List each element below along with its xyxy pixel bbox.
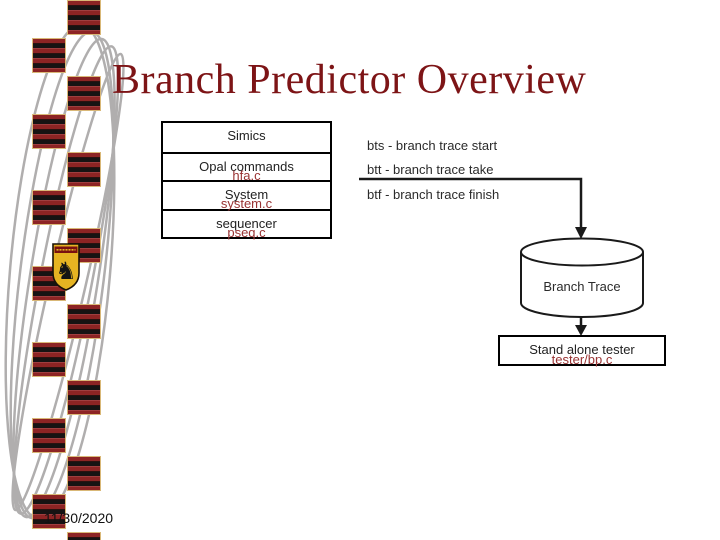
stack-label: Opal commands: [199, 158, 294, 174]
legend-btt: btt - branch trace take: [367, 162, 494, 177]
stack-row-sequencer: sequencer pseq.c: [163, 208, 330, 240]
chip-block-decoration: [32, 190, 66, 225]
branch-trace-label: Branch Trace: [543, 279, 621, 294]
chip-block-decoration: [67, 304, 101, 339]
chip-block-decoration: [32, 418, 66, 453]
software-stack-box: Simics Opal commands hfa.c System system…: [161, 121, 332, 240]
stack-row-simics: Simics: [163, 123, 330, 152]
stack-code: hfa.c: [232, 167, 261, 183]
stack-code: pseq.c: [227, 224, 266, 240]
branch-trace-cylinder: [520, 237, 644, 318]
stand-alone-tester-box: Stand alone tester tester/bp.c: [498, 335, 666, 367]
svg-text:♞: ♞: [55, 257, 77, 285]
slide-date: 11/30/2020: [44, 510, 114, 526]
legend-btf: btf - branch trace finish: [367, 187, 500, 202]
slide-title: Branch Predictor Overview: [112, 57, 587, 103]
stack-label: Simics: [227, 128, 266, 143]
stack-label: sequencer: [216, 215, 277, 231]
chip-block-decoration: [67, 0, 101, 35]
chip-block-decoration: [67, 456, 101, 491]
stack-row-system: System system.c: [163, 180, 330, 211]
chip-block-decoration: [67, 152, 101, 187]
chip-block-decoration: [67, 380, 101, 415]
tester-code: tester/bp.c: [551, 352, 613, 367]
chip-block-decoration: [67, 76, 101, 111]
stack-label: System: [224, 187, 269, 202]
stack-code: system.c: [220, 196, 273, 211]
chip-block-decoration: [32, 494, 66, 529]
chip-block-decoration: [67, 532, 101, 540]
chip-block-decoration: [32, 114, 66, 149]
tester-label: Stand alone tester: [529, 342, 635, 357]
legend-bts: bts - branch trace start: [367, 138, 498, 153]
crest-logo-icon: ♞: [52, 243, 80, 291]
arrowhead-down-icon: [575, 227, 587, 239]
chip-block-decoration: [32, 38, 66, 73]
stack-row-opal-commands: Opal commands hfa.c: [163, 151, 330, 183]
chip-block-decoration: [32, 342, 66, 377]
